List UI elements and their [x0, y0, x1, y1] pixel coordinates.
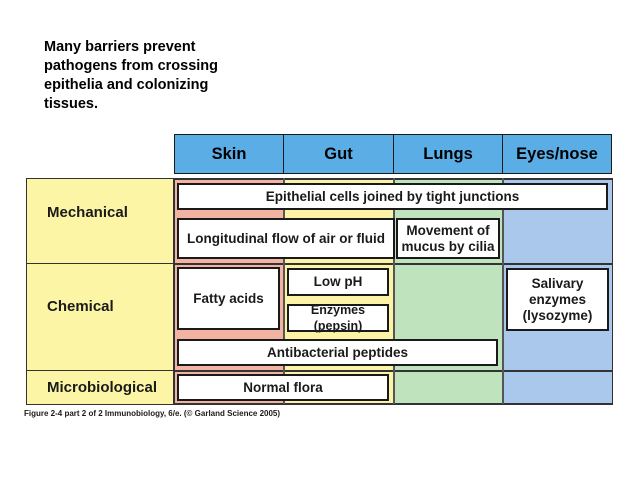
row-label-chemical: Chemical: [47, 298, 114, 315]
column-bg-lungs: [394, 178, 503, 404]
cell-antibacterial-peptides: Antibacterial peptides: [177, 339, 498, 366]
cell-tight-junctions: Epithelial cells joined by tight junctio…: [177, 183, 608, 210]
cell-normal-flora: Normal flora: [177, 374, 389, 401]
intro-text: Many barriers prevent pathogens from cro…: [44, 39, 219, 112]
row-label-microbiological: Microbiological: [47, 379, 158, 396]
column-header-lungs: Lungs: [393, 134, 503, 174]
row-header-mechanical: Mechanical: [26, 178, 174, 265]
col-divider-1: [283, 178, 285, 404]
column-header-skin: Skin: [174, 134, 284, 174]
row-header-microbiological: Microbiological: [26, 370, 174, 405]
col-divider-3: [502, 178, 504, 404]
col-divider-2: [393, 178, 395, 404]
cell-low-ph: Low pH: [287, 268, 389, 296]
column-header-eyes-nose: Eyes/nose: [502, 134, 612, 174]
row-header-chemical: Chemical: [26, 263, 174, 372]
cell-pepsin: Enzymes (pepsin): [287, 303, 389, 333]
figure-caption: Figure 2-4 part 2 of 2 Immunobiology, 6/…: [24, 409, 281, 418]
cell-salivary-enzymes: Salivary enzymes (lysozyme): [506, 268, 609, 331]
row-label-mechanical: Mechanical: [47, 204, 128, 221]
column-header-gut: Gut: [283, 134, 394, 174]
cell-fatty-acids: Fatty acids: [177, 267, 280, 330]
cell-mucus-cilia: Movement of mucus by cilia: [396, 218, 500, 259]
cell-air-fluid-flow: Longitudinal flow of air or fluid: [177, 218, 395, 259]
